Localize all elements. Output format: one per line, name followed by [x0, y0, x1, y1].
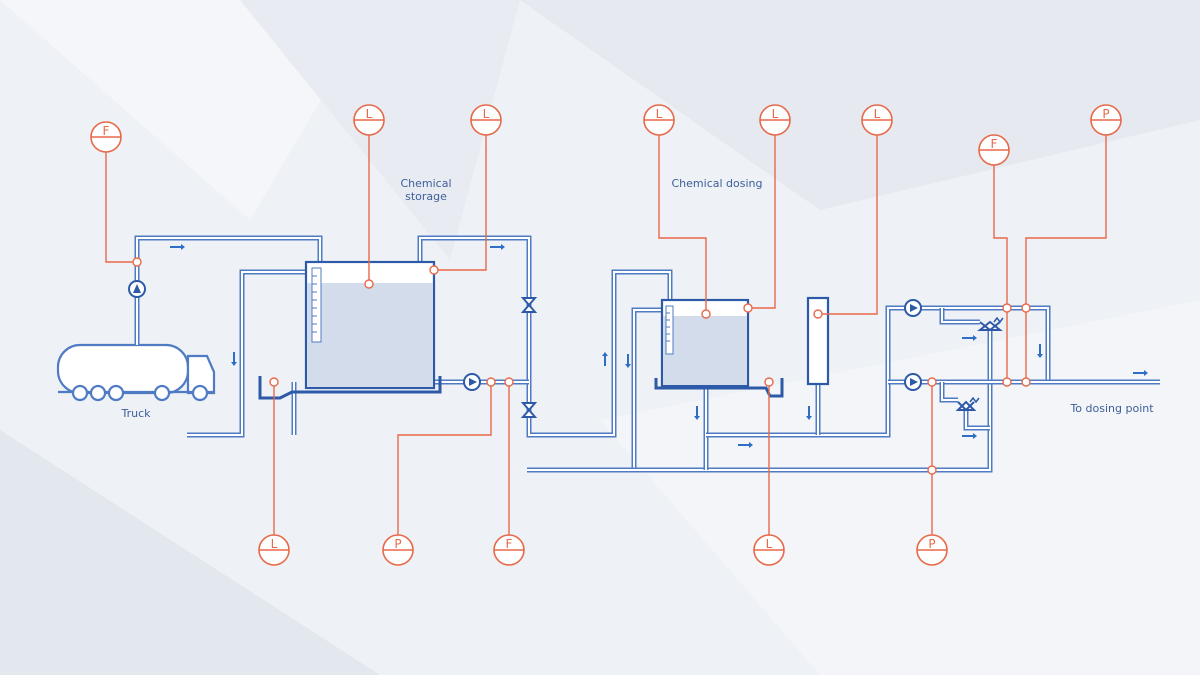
svg-text:L: L: [366, 107, 373, 121]
svg-text:L: L: [656, 107, 663, 121]
instrument-bottom-dosing-sump-level: L: [753, 534, 785, 566]
svg-text:L: L: [483, 107, 490, 121]
svg-text:L: L: [874, 107, 881, 121]
dosing-tank: [654, 298, 784, 398]
truck: [56, 343, 216, 402]
instrument-top-dosing-level-2: L: [759, 104, 791, 136]
storage-label-line2: storage: [405, 190, 447, 203]
svg-text:L: L: [766, 537, 773, 551]
instrument-top-truck-flow: F: [90, 121, 122, 153]
svg-text:F: F: [506, 537, 513, 551]
svg-text:P: P: [394, 537, 401, 551]
svg-text:L: L: [271, 537, 278, 551]
instrument-top-calibration-level: L: [861, 104, 893, 136]
svg-text:F: F: [103, 124, 110, 138]
instrument-top-dosing-level-1: L: [643, 104, 675, 136]
calibration-column: [806, 296, 830, 386]
pipes: [134, 235, 1160, 473]
dosing-label: Chemical dosing: [672, 177, 763, 190]
truck-label: Truck: [120, 407, 151, 420]
instrument-bottom-sump-level: L: [258, 534, 290, 566]
svg-text:P: P: [1102, 107, 1109, 121]
flow-arrows: [170, 244, 1148, 448]
instrument-bottom-discharge-flow: F: [493, 534, 525, 566]
instrument-top-storage-level-1: L: [353, 104, 385, 136]
storage-tank: [258, 260, 442, 400]
instrument-top-storage-level-2: L: [470, 104, 502, 136]
instrument-bottom-dosing-pressure: P: [916, 534, 948, 566]
outlet-label: To dosing point: [1069, 402, 1154, 415]
pumps: [128, 280, 922, 391]
svg-text:F: F: [991, 137, 998, 151]
svg-text:P: P: [928, 537, 935, 551]
instrument-bottom-discharge-pressure: P: [382, 534, 414, 566]
svg-text:L: L: [772, 107, 779, 121]
instrument-top-outlet-pressure: P: [1090, 104, 1122, 136]
instrument-top-outlet-flow: F: [978, 134, 1010, 166]
valves: [520, 297, 1004, 418]
storage-label-line1: Chemical: [400, 177, 451, 190]
tap-points: [132, 257, 1031, 475]
